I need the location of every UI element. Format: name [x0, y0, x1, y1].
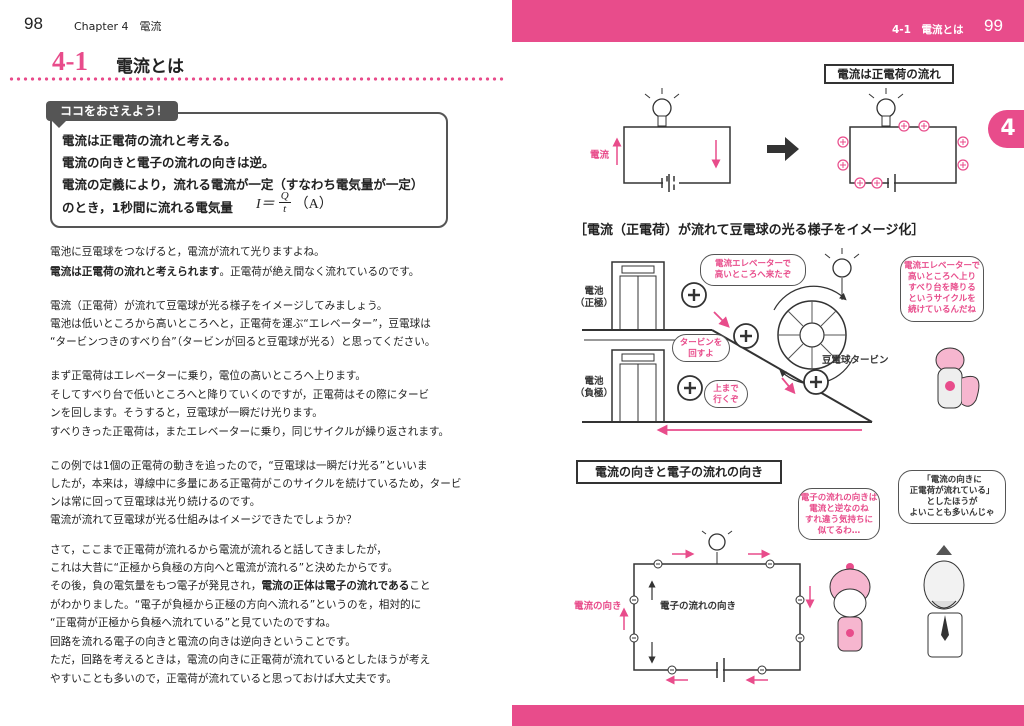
key-points-box — [50, 112, 448, 228]
body-line-tail: 。正電荷が絶え間なく流れているのです。 — [219, 266, 420, 278]
body-line-text: 電池は低いところから高いところへと，正電荷を運ぶ“エレベーター”，豆電球は — [50, 318, 431, 330]
body-line: 回路を流れる電子の向きと電流の向きは逆向きということです。 — [50, 634, 356, 649]
body-line: 電流は正電荷の流れと考えられます。正電荷が絶え間なく流れているのです。 — [50, 264, 419, 279]
body-line-text: そしてすべり台で低いところへと降りていくのですが，正電荷はその際にタービ — [50, 389, 430, 401]
body-line-text: 電流は正電荷の流れと考えられます — [50, 266, 220, 278]
body-line-text: したが，本来は，導線中に多量にある正電荷がこのサイクルを続けているため，タービ — [50, 478, 462, 490]
body-line: この例では1個の正電荷の動きを追ったので，“豆電球は一瞬だけ光る”といいま — [50, 458, 427, 473]
electron-direction-label: 電子の流れの向き — [660, 601, 737, 612]
body-line-text: この例では1個の正電荷の動きを追ったので，“豆電球は一瞬だけ光る”といいま — [50, 460, 428, 472]
fig3-circuit — [619, 530, 815, 685]
body-line-text: まず正電荷はエレベーターに乗り，電位の高いところへ上ります。 — [50, 370, 367, 382]
body-line: まず正電荷はエレベーターに乗り，電位の高いところへ上ります。 — [50, 368, 366, 383]
key-points-tab: ココをおさえよう！ — [46, 101, 179, 128]
key-point-line: 電流は正電荷の流れと考える。 — [62, 133, 237, 148]
current-direction-label: 電流の向き — [574, 601, 622, 612]
formula-unit: （A） — [294, 196, 333, 212]
body-line: その後，負の電気量をもつ電子が発見され，電流の正体は電子の流れであること — [50, 578, 431, 593]
body-line: これは大昔に“正極から負極の方向へと電流が流れる”と決めたからです。 — [50, 560, 398, 575]
body-line-emphasis: 電流の正体は電子の流れである — [261, 580, 410, 592]
body-line: そしてすべり台で低いところへと降りていくのですが，正電荷はその際にタービ — [50, 387, 429, 402]
body-line-text: 電流（正電荷）が流れて豆電球が光る様子をイメージしてみましょう。 — [50, 300, 388, 312]
section-number: 4-1 — [52, 46, 88, 76]
formula-lhs: I＝ — [256, 196, 275, 212]
chapter-heading: Chapter 4 電流 — [74, 20, 162, 33]
body-line: さて，ここまで正電荷が流れるから電流が流れると話してきましたが， — [50, 542, 387, 557]
body-line: すべりきった正電荷は，またエレベーターに乗り，同じサイクルが繰り返されます。 — [50, 424, 449, 439]
fig2-illustration — [582, 248, 873, 436]
body-line-text: がわかりました。“電子が負極から正極の方向へ流れる”というのを，相対的に — [50, 599, 422, 611]
bubble-squirrel: 電流エレベーターで 高いところへ上り すべり台を降りる というサイクルを 続けて… — [900, 256, 984, 322]
formula-fraction: Q t — [278, 190, 291, 215]
body-line: ンを回します。そうすると，豆電球が一瞬だけ光ります。 — [50, 405, 323, 420]
key-point-line: のとき，1秒間に流れる電気量 — [62, 200, 233, 215]
formula-denominator: t — [283, 203, 287, 215]
body-line-text: その後，負の電気量をもつ電子が発見され， — [50, 580, 262, 592]
body-line-text: “タービンつきのすべり台”（タービンが回ると豆電球が光る）と思ってください。 — [50, 336, 436, 348]
body-line: やすいことも多いので，正電荷が流れていると思っておけば大丈夫です。 — [50, 671, 397, 686]
body-line-text: やすいことも多いので，正電荷が流れていると思っておけば大丈夫です。 — [50, 673, 397, 685]
body-line: “タービンつきのすべり台”（タービンが回ると豆電球が光る）と思ってください。 — [50, 334, 435, 349]
body-line-text: 回路を流れる電子の向きと電流の向きは逆向きということです。 — [50, 636, 356, 648]
bubble-professor: 「電流の向きに 正電荷が流れている」 としたほうが よいことも多いんじゃ — [898, 470, 1006, 524]
body-line-text: ンは常に回って豆電球は光り続けるのです。 — [50, 496, 261, 508]
page-number-left: 98 — [24, 14, 43, 33]
characters-icon — [829, 545, 965, 658]
body-line-text: これは大昔に“正極から負極の方向へと電流が流れる”と決めたからです。 — [50, 562, 399, 574]
body-line-tail: こと — [409, 580, 431, 592]
chapter-tab: 4 — [988, 110, 1024, 148]
bubble-girl: 電子の流れの向きは 電流と逆なのね すれ違う気持ちに 似てるわ… — [798, 488, 880, 540]
fig1-circuits — [612, 88, 969, 192]
body-line-text: “正電荷が正極から負極へ流れている”と見ていたのですね。 — [50, 617, 337, 629]
body-line: したが，本来は，導線中に多量にある正電荷がこのサイクルを続けているため，タービ — [50, 476, 461, 491]
fig3-label: 電流の向きと電子の流れの向き — [576, 460, 782, 484]
page-header-band — [512, 0, 1024, 42]
formula-numerator: Q — [280, 190, 289, 202]
page-number-right: 99 — [984, 16, 1003, 35]
body-line: ただ，回路を考えるときは，電流の向きに正電荷が流れているとしたほうが考え — [50, 652, 430, 667]
current-formula: I＝ Q t （A） — [256, 190, 333, 215]
body-line-text: さて，ここまで正電荷が流れるから電流が流れると話してきましたが， — [50, 544, 387, 556]
squirrel-character-icon — [935, 347, 980, 409]
fig2-title: ［電流（正電荷）が流れて豆電球の光る様子をイメージ化］ — [574, 223, 925, 238]
left-page: 98 Chapter 4 電流 4-1 電流とは ココをおさえよう！ 電流は正電… — [8, 14, 506, 686]
fig1-current-label: 電流 — [590, 150, 610, 161]
body-line-text: ンを回します。そうすると，豆電球が一瞬だけ光ります。 — [50, 407, 323, 419]
fig1-label: 電流は正電荷の流れ — [824, 64, 954, 84]
section-title: 電流とは — [116, 57, 184, 77]
body-line: “正電荷が正極から負極へ流れている”と見ていたのですね。 — [50, 615, 336, 630]
bubble-turbine: タービンを 回すよ — [672, 334, 730, 362]
body-line: 電流が流れて豆電球が光る仕組みはイメージできたでしょうか？ — [50, 512, 357, 527]
key-point-line: 電流の定義により，流れる電流が一定（すなわち電気量が一定） — [62, 177, 424, 192]
battery-negative-label: 電池 （負極） — [575, 376, 614, 399]
body-line: ンは常に回って豆電球は光り続けるのです。 — [50, 494, 260, 509]
battery-positive-label: 電池 （正極） — [575, 286, 614, 309]
body-line: 電流（正電荷）が流れて豆電球が光る様子をイメージしてみましょう。 — [50, 298, 388, 313]
bubble-go-up: 上まで 行くぞ — [704, 380, 748, 408]
key-point-line: 電流の向きと電子の流れの向きは逆。 — [62, 155, 275, 170]
body-line: がわかりました。“電子が負極から正極の方向へ流れる”というのを，相対的に — [50, 597, 421, 612]
dotted-divider — [8, 76, 506, 82]
body-line: 電池に豆電球をつなげると，電流が流れて光りますよね。 — [50, 244, 325, 259]
page-footer-band — [512, 705, 1024, 726]
body-line-text: すべりきった正電荷は，またエレベーターに乗り，同じサイクルが繰り返されます。 — [50, 426, 450, 438]
body-line: 電池は低いところから高いところへと，正電荷を運ぶ“エレベーター”，豆電球は — [50, 316, 431, 331]
turbine-label: 豆電球タービン — [822, 355, 889, 366]
body-line-text: 電流が流れて豆電球が光る仕組みはイメージできたでしょうか？ — [50, 514, 357, 526]
header-section: 4-1 電流とは — [892, 24, 964, 36]
bubble-elevator: 電流エレベーターで 高いところへ来たぞ — [700, 254, 806, 286]
right-page: 4-1 電流とは 99 4 電流は正電荷の流れ 電流 — [512, 0, 1024, 726]
body-line-text: 電池に豆電球をつなげると，電流が流れて光りますよね。 — [50, 246, 325, 258]
body-line-text: ただ，回路を考えるときは，電流の向きに正電荷が流れているとしたほうが考え — [50, 654, 431, 666]
